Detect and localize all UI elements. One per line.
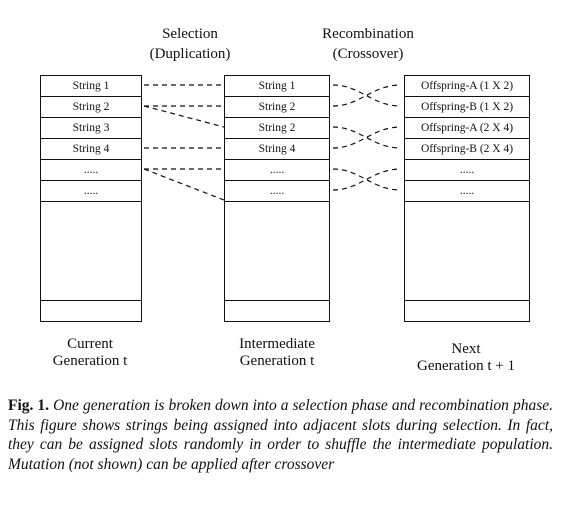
- next-label-line-1: Next: [451, 341, 481, 357]
- next-label-line-2: Generation t + 1: [416, 358, 515, 374]
- intermediate-label-line-2: Generation t: [239, 353, 315, 369]
- recombination-subtitle: (Crossover): [332, 46, 404, 62]
- intermediate-slot-4: String 4: [225, 139, 329, 160]
- intermediate-slot-last: [225, 300, 329, 321]
- next-slot-2: Offspring-B (1 X 2): [405, 97, 529, 118]
- figure-number: Fig. 1.: [8, 397, 50, 414]
- selection-subtitle: (Duplication): [149, 46, 231, 62]
- next-generation-label: Next Generation t + 1: [396, 341, 536, 375]
- selection-link-5-6: [143, 168, 225, 201]
- next-slot-4: Offspring-B (2 X 4): [405, 139, 529, 160]
- recombination-phase-heading: Recombination (Crossover): [303, 24, 433, 64]
- current-label-line-2: Generation t: [52, 353, 128, 369]
- intermediate-slot-5: .....: [225, 160, 329, 181]
- current-slot-2: String 2: [41, 97, 141, 118]
- caption-text: One generation is broken down into a sel…: [8, 397, 553, 473]
- intermediate-generation-column: String 1 String 2 String 2 String 4 ....…: [224, 75, 330, 322]
- crossover-2-to-1: [332, 84, 402, 107]
- next-generation-column: Offspring-A (1 X 2) Offspring-B (1 X 2) …: [404, 75, 530, 322]
- intermediate-slot-2: String 2: [225, 97, 329, 118]
- selection-phase-heading: Selection (Duplication): [130, 24, 250, 64]
- next-slot-3: Offspring-A (2 X 4): [405, 118, 529, 139]
- next-slot-5: .....: [405, 160, 529, 181]
- crossover-3-to-4: [332, 126, 402, 149]
- current-slot-1: String 1: [41, 76, 141, 97]
- intermediate-slot-1: String 1: [225, 76, 329, 97]
- next-slot-1: Offspring-A (1 X 2): [405, 76, 529, 97]
- recombination-title: Recombination: [322, 26, 414, 42]
- selection-link-2-3: [143, 105, 225, 128]
- crossover-4-to-3: [332, 126, 402, 149]
- current-label-line-1: Current: [67, 336, 113, 352]
- figure-caption: Fig. 1. One generation is broken down in…: [8, 396, 553, 474]
- current-generation-column: String 1 String 2 String 3 String 4 ....…: [40, 75, 142, 322]
- current-slot-last: [41, 300, 141, 321]
- current-slot-3: String 3: [41, 118, 141, 139]
- crossover-1-to-2: [332, 84, 402, 107]
- intermediate-generation-label: Intermediate Generation t: [212, 336, 342, 370]
- current-slot-4: String 4: [41, 139, 141, 160]
- intermediate-slot-6: .....: [225, 181, 329, 202]
- current-slot-6: .....: [41, 181, 141, 202]
- crossover-5-to-6: [332, 168, 402, 191]
- intermediate-slot-3: String 2: [225, 118, 329, 139]
- intermediate-label-line-1: Intermediate: [239, 336, 315, 352]
- selection-title: Selection: [162, 26, 218, 42]
- next-slot-last: [405, 300, 529, 321]
- crossover-6-to-5: [332, 168, 402, 191]
- next-slot-6: .....: [405, 181, 529, 202]
- current-generation-label: Current Generation t: [30, 336, 150, 370]
- current-slot-5: .....: [41, 160, 141, 181]
